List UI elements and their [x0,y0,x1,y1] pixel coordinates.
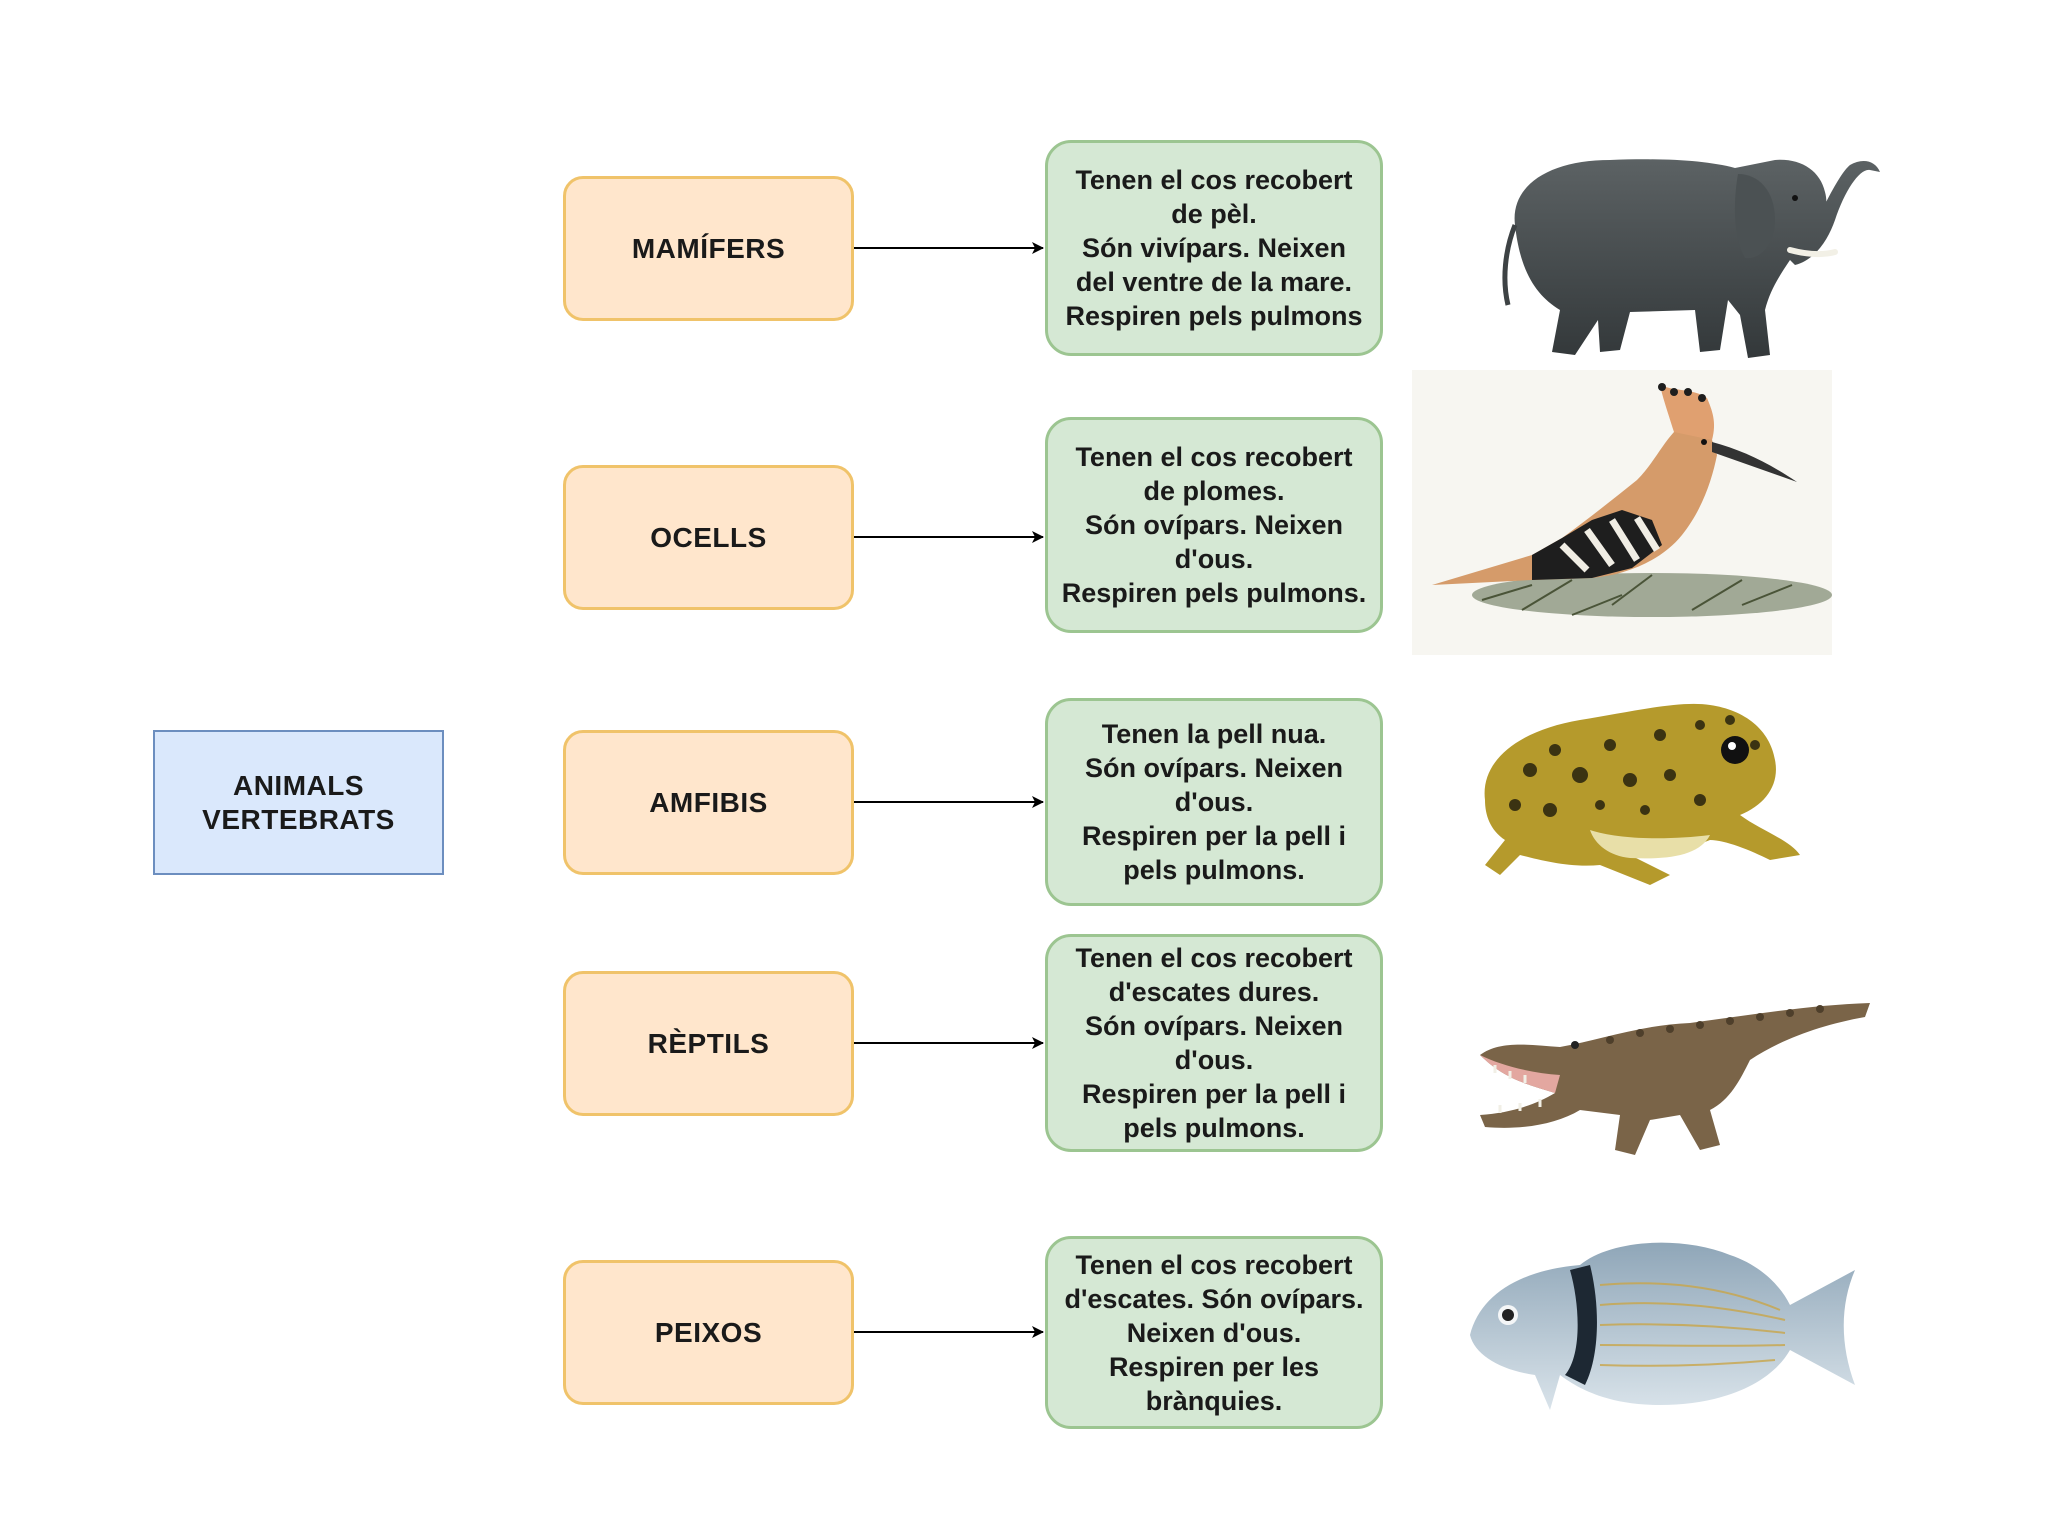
desc-box-peixos: Tenen el cos recobert d'escates. Són oví… [1045,1236,1383,1429]
desc-line: Respiren per les [1108,1351,1320,1382]
desc-line: Respiren pels pulmons [1065,301,1363,331]
desc-line: d'escates dures. [1108,977,1320,1007]
class-label: PEIXOS [654,1316,763,1348]
desc-line: pels pulmons. [1123,855,1305,885]
desc-line: Neixen d'ous. [1126,1317,1302,1348]
crocodile-image [1480,1003,1870,1155]
root-label-line-2: VERTEBRATS [202,803,395,835]
class-box-reptils: RÈPTILS [563,971,854,1116]
hoopoe-bird-image [1412,370,1832,655]
desc-box-mamifers: Tenen el cos recobert de pèl. Són vivípa… [1045,140,1383,356]
desc-line: del ventre de la mare. [1075,267,1353,297]
class-label: RÈPTILS [647,1027,770,1059]
desc-line: Són ovípars. Neixen [1084,753,1344,783]
desc-line: Tenen el cos recobert [1075,943,1353,973]
desc-line: d'ous. [1174,787,1254,817]
desc-box-amfibis: Tenen la pell nua. Són ovípars. Neixen d… [1045,698,1383,906]
desc-line: Respiren pels pulmons. [1061,578,1367,608]
frog-image [1484,703,1800,885]
root-node: ANIMALS VERTEBRATS [153,730,444,875]
desc-line: Tenen el cos recobert [1075,442,1353,472]
desc-line: Són vivípars. Neixen [1081,233,1347,263]
class-box-amfibis: AMFIBIS [563,730,854,875]
desc-line: d'ous. [1174,544,1254,574]
class-box-ocells: OCELLS [563,465,854,610]
class-label: AMFIBIS [649,786,768,818]
desc-line: Tenen la pell nua. [1101,719,1327,749]
desc-line: Respiren per la pell i [1081,1079,1347,1109]
desc-line: Són ovípars. Neixen [1084,510,1344,540]
root-label-line-1: ANIMALS [232,769,365,801]
class-box-mamifers: MAMÍFERS [563,176,854,321]
fish-image [1470,1242,1855,1410]
desc-line: Respiren per la pell i [1081,821,1347,851]
desc-line: Tenen el cos recobert [1075,1249,1353,1280]
desc-line: de pèl. [1171,199,1257,229]
desc-box-ocells: Tenen el cos recobert de plomes. Són oví… [1045,417,1383,633]
desc-line: d'ous. [1174,1045,1254,1075]
class-box-peixos: PEIXOS [563,1260,854,1405]
elephant-image [1502,159,1880,358]
class-label: MAMÍFERS [631,232,786,264]
desc-line: brànquies. [1145,1385,1283,1416]
desc-line: Són ovípars. Neixen [1084,1011,1344,1041]
desc-box-reptils: Tenen el cos recobert d'escates dures. S… [1045,934,1383,1152]
desc-line: Tenen el cos recobert [1075,165,1353,195]
desc-line: pels pulmons. [1123,1113,1305,1143]
desc-line: d'escates. Són ovípars. [1064,1283,1364,1314]
desc-line: de plomes. [1143,476,1285,506]
class-label: OCELLS [650,521,767,553]
